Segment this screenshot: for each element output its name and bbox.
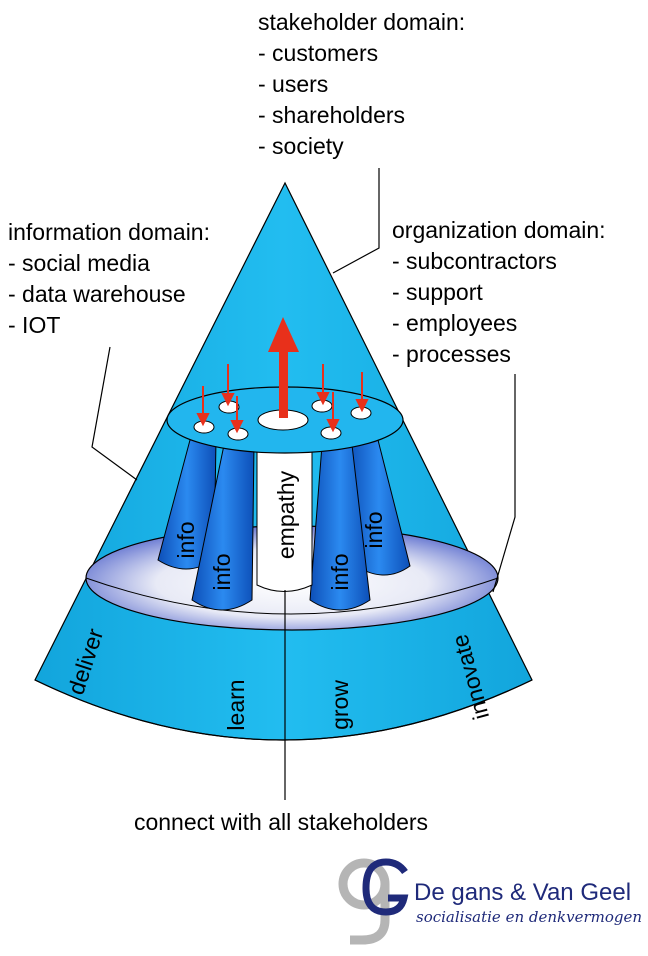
stakeholder-domain-title: stakeholder domain: xyxy=(258,9,465,35)
pillar-info-front-right xyxy=(309,444,371,611)
down-arrow-head xyxy=(230,420,244,434)
logo-tagline: socialisatie en denkvermogen xyxy=(416,908,642,926)
stakeholder-item: - users xyxy=(258,71,328,97)
organization-domain-block: organization domain: - subcontractors - … xyxy=(392,217,606,367)
stakeholder-item: - shareholders xyxy=(258,102,405,128)
organization-leader-line xyxy=(492,374,516,593)
organization-item: - employees xyxy=(392,310,517,336)
stakeholder-domain-block: stakeholder domain: - customers - users … xyxy=(258,9,465,159)
ring-band xyxy=(85,577,499,615)
arrows xyxy=(196,317,369,434)
stakeholder-item: - customers xyxy=(258,40,378,66)
pillar-empathy xyxy=(256,439,313,592)
information-leader-line xyxy=(91,346,138,481)
down-arrow-head xyxy=(221,393,235,407)
organization-item: - subcontractors xyxy=(392,248,557,274)
information-item: - data warehouse xyxy=(8,281,186,307)
information-item: - social media xyxy=(8,250,150,276)
up-arrow xyxy=(268,317,299,418)
pillar-label-info: info xyxy=(173,521,199,558)
base-label-grow: grow xyxy=(327,680,353,730)
company-logo: De gans & Van Geel socialisatie en denkv… xyxy=(338,858,642,945)
down-arrow-head xyxy=(355,399,369,413)
cone-base-rim xyxy=(34,679,533,741)
logo-company-name: De gans & Van Geel xyxy=(414,879,631,906)
organization-domain-title: organization domain: xyxy=(392,217,606,243)
pillar-info-front-left xyxy=(191,444,255,611)
pillar-label-info: info xyxy=(361,511,387,548)
pillar-label-info: info xyxy=(209,553,235,590)
pillar-label-info: info xyxy=(327,553,353,590)
hole xyxy=(320,426,342,440)
information-item: - IOT xyxy=(8,312,60,338)
pillar-label-empathy: empathy xyxy=(273,470,299,559)
leader-lines xyxy=(91,168,516,800)
logo-mark-icon xyxy=(338,858,409,945)
caption: connect with all stakeholders xyxy=(134,809,428,835)
stakeholder-leader-line xyxy=(332,168,380,274)
information-domain-block: information domain: - social media - dat… xyxy=(8,219,210,338)
base-label-learn: learn xyxy=(223,679,249,730)
pillars xyxy=(157,439,411,611)
down-arrow-head xyxy=(316,392,330,406)
down-arrow-head xyxy=(196,413,210,427)
organization-item: - processes xyxy=(392,341,511,367)
organization-item: - support xyxy=(392,279,483,305)
stakeholder-item: - society xyxy=(258,133,344,159)
down-arrow-head xyxy=(326,419,340,433)
information-domain-title: information domain: xyxy=(8,219,210,245)
